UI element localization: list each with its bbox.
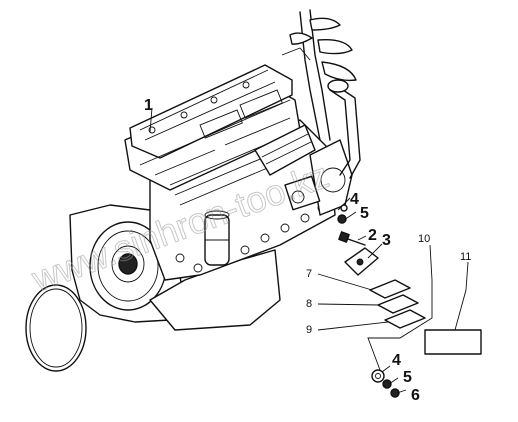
callout-5-upper: 5 (360, 205, 369, 222)
callout-5-lower: 5 (403, 369, 412, 386)
flywheel-ring-gasket (25, 284, 87, 372)
callout-11: 11 (460, 251, 471, 263)
callout-labels: 1 2 3 4 5 4 5 6 7 8 9 10 11 (144, 97, 471, 404)
callout-6: 6 (411, 387, 420, 404)
callout-10: 10 (418, 233, 430, 245)
callout-1: 1 (144, 97, 153, 114)
callout-9: 9 (306, 324, 312, 336)
callout-4-upper: 4 (350, 191, 359, 208)
fan-and-coolant-pipes (281, 9, 361, 179)
exploded-parts (337, 204, 482, 398)
callout-8: 8 (306, 298, 312, 310)
callout-2: 2 (368, 227, 377, 244)
callout-4-lower: 4 (392, 352, 401, 369)
engine-block (69, 64, 353, 331)
callout-3: 3 (382, 232, 391, 249)
callout-7: 7 (306, 268, 312, 280)
leader-lines (149, 107, 469, 394)
